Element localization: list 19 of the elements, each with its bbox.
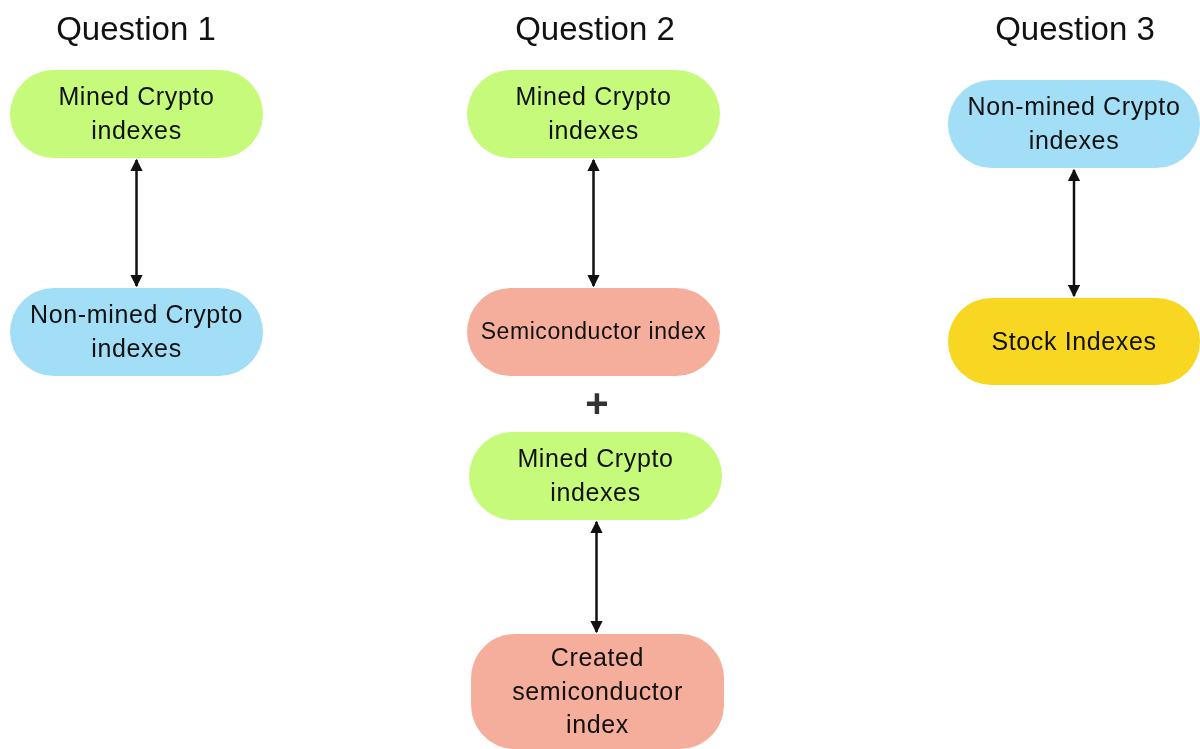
box-label: Non-mined Crypto indexes xyxy=(29,299,244,364)
double-arrow xyxy=(130,158,143,288)
double-arrow xyxy=(590,520,603,634)
box-label: Mined Crypto indexes xyxy=(516,443,675,508)
box-label: Created semiconductor index xyxy=(511,641,684,741)
plus-sign: + xyxy=(584,380,610,427)
column-heading: Question 1 xyxy=(55,9,217,49)
box-label: Non-mined Crypto indexes xyxy=(966,91,1182,156)
box-label: Mined Crypto indexes xyxy=(57,81,216,146)
rounded-box xyxy=(471,634,724,749)
column-heading: Question 2 xyxy=(514,9,676,49)
rounded-box xyxy=(948,298,1200,385)
double-arrow xyxy=(587,158,600,288)
double-arrow xyxy=(1067,168,1081,298)
rounded-box xyxy=(948,80,1200,168)
box-label: Semiconductor index xyxy=(480,317,707,347)
column-heading: Question 3 xyxy=(994,9,1156,49)
box-label: Stock Indexes xyxy=(991,325,1157,357)
box-label: Mined Crypto indexes xyxy=(514,81,673,146)
